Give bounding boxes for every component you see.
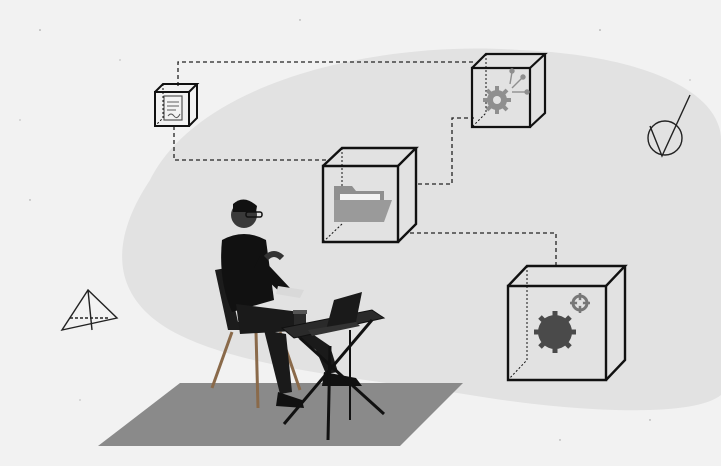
floor-mat <box>98 383 463 446</box>
dashed-connectors <box>173 61 557 266</box>
gears-icon <box>534 293 590 353</box>
gears-cube <box>506 264 628 382</box>
folder-icon <box>334 186 392 222</box>
folder-cube <box>321 146 419 244</box>
pyramid-doodle-icon <box>60 288 119 332</box>
document-cube <box>154 83 200 127</box>
laptop <box>308 292 362 336</box>
background-blob <box>122 48 721 411</box>
gear-network-cube <box>470 52 548 129</box>
gear-network-icon <box>483 68 530 114</box>
checkmark-doodle-icon <box>647 94 691 158</box>
document-icon <box>163 95 183 121</box>
